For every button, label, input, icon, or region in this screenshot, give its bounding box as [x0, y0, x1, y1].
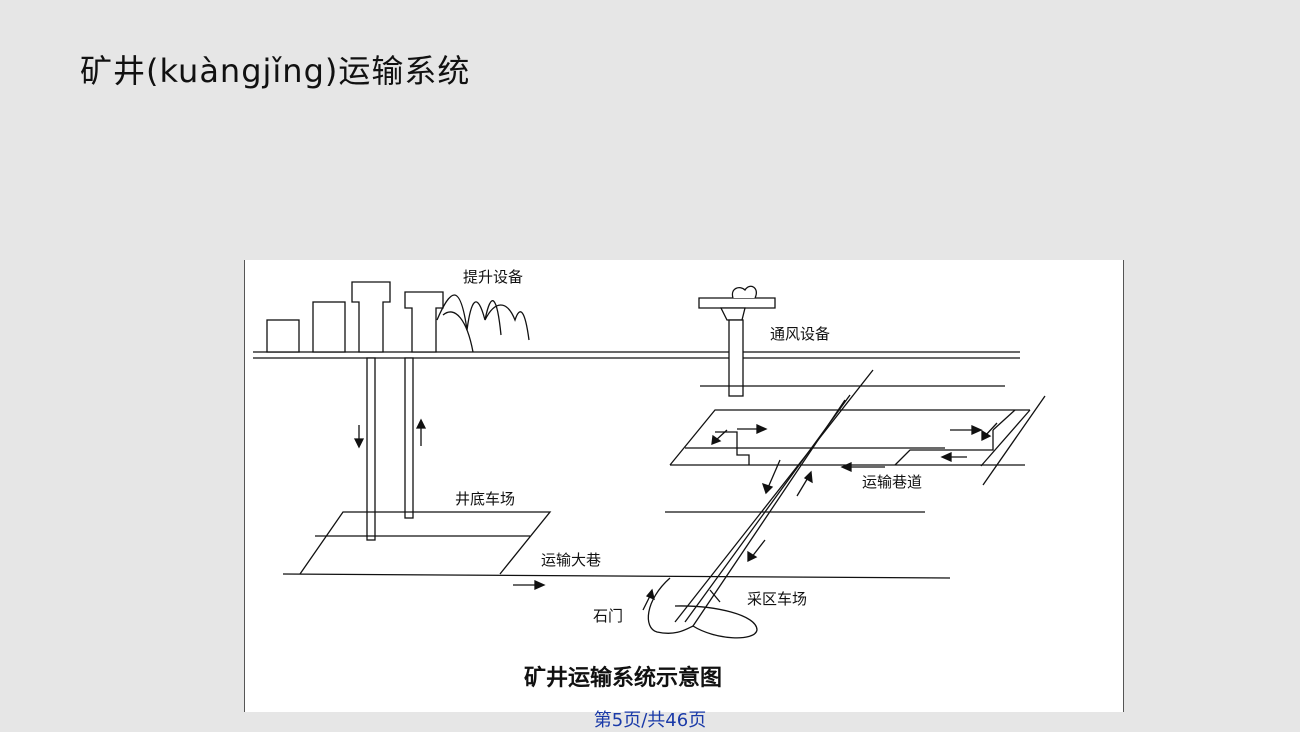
label-shaft-bottom-yard: 井底车场	[455, 490, 515, 508]
label-main-haulage-roadway: 运输大巷	[541, 551, 601, 569]
surface-buildings	[266, 281, 530, 353]
label-haulage-roadway: 运输巷道	[862, 473, 922, 491]
ground-surface	[253, 351, 1020, 359]
shaft-bottom-yard	[299, 511, 552, 575]
diagram-caption: 矿井运输系统示意图	[524, 665, 722, 691]
main-haulage-roadway	[282, 573, 951, 591]
upper-level-roadways	[669, 385, 1046, 486]
slide-title: 矿井(kuàngjǐng)运输系统	[80, 52, 471, 90]
ventilation-shaft	[698, 285, 776, 397]
label-mining-district-yard: 采区车场	[747, 590, 807, 608]
crosscut-and-district-yard	[642, 577, 758, 639]
page-indicator-text[interactable]: 第5页/共46页	[593, 710, 707, 731]
label-ventilation-equipment: 通风设备	[770, 325, 830, 343]
inclined-drifts	[674, 369, 874, 627]
label-crosscut: 石门	[593, 607, 623, 625]
mine-transport-diagram: 提升设备 通风设备 井底车场 运输大巷 运输巷道 石门 采区车场 矿井运输系统示…	[244, 260, 1124, 712]
label-hoisting-equipment: 提升设备	[463, 268, 523, 286]
main-shafts	[353, 357, 427, 541]
page-indicator[interactable]: 第5页/共46页	[0, 706, 1300, 732]
